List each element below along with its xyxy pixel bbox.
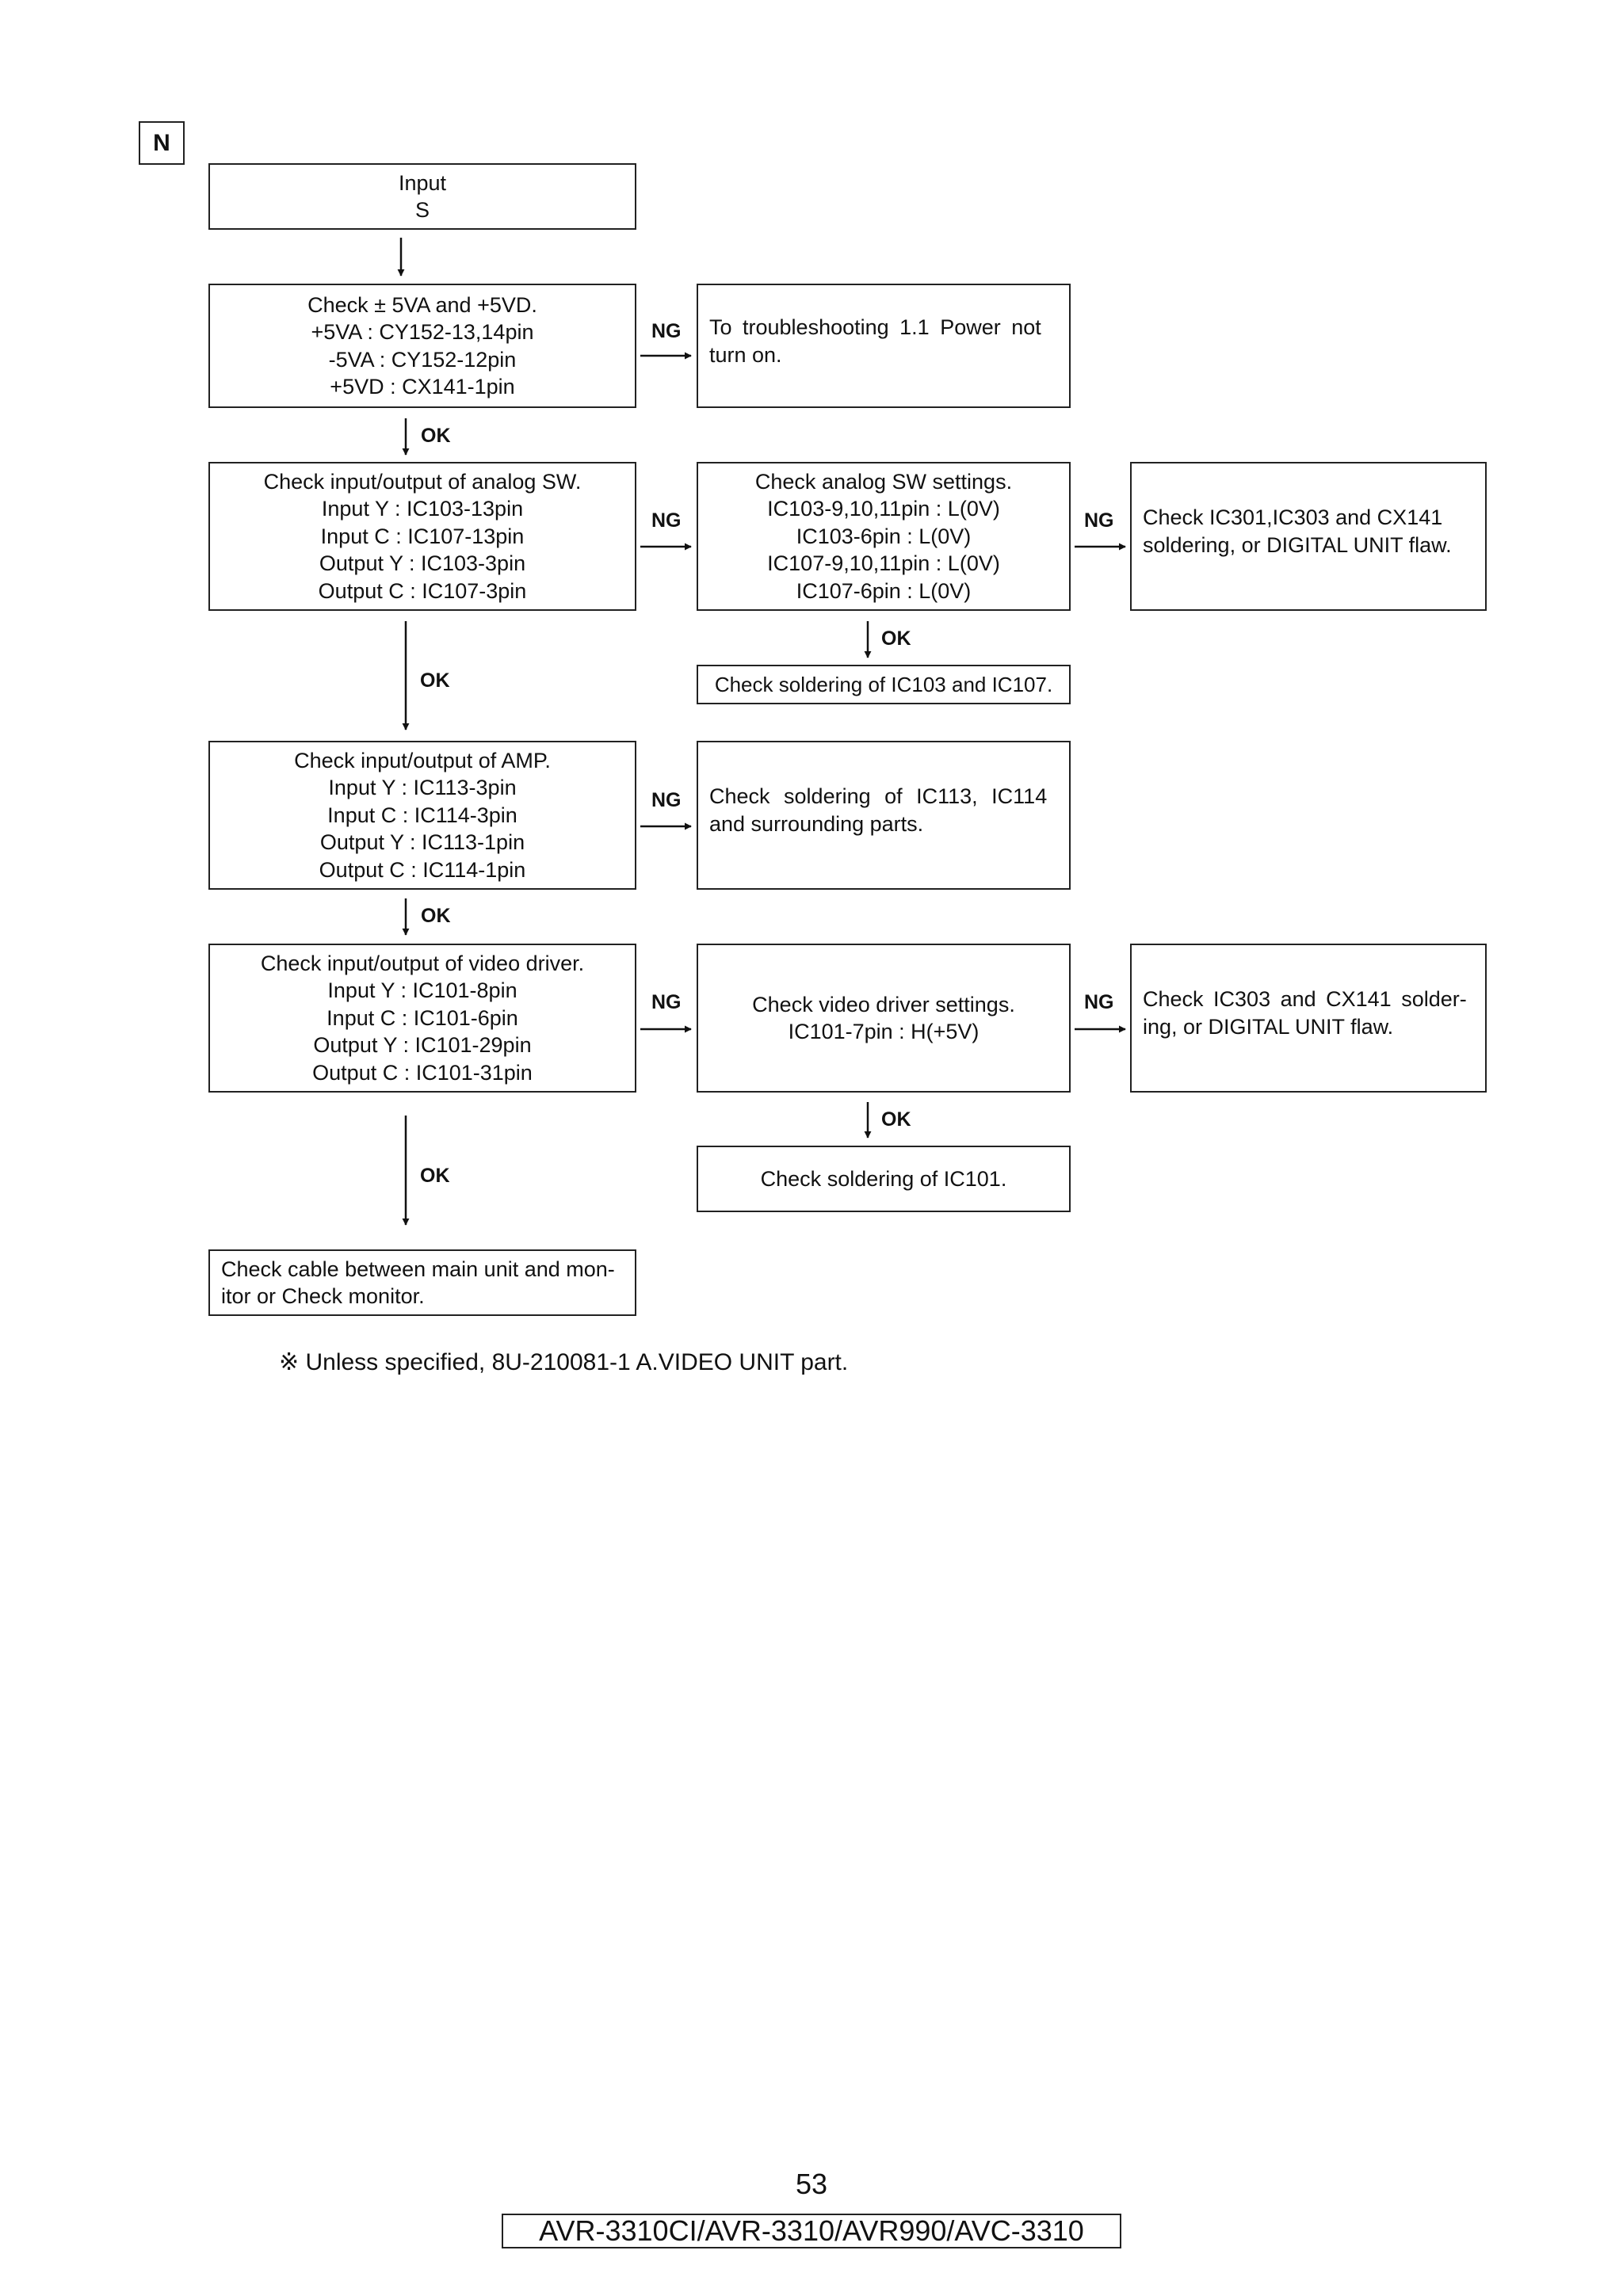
node-text: Check cable between main unit and mon- [221,1257,615,1281]
node-check-analog-sw: Check input/output of analog SW. Input Y… [208,462,636,611]
ok-label: OK [881,1108,911,1131]
ng-label: NG [651,991,682,1013]
node-text: Check IC301,IC303 and CX141 [1143,505,1443,529]
node-text: Check soldering of IC113, IC114 [709,784,1048,808]
node-text: Input Y : IC103-13pin [321,497,524,521]
node-text: Check analog SW settings. [754,469,1013,494]
node-text: Check soldering of IC101. [760,1166,1007,1191]
node-text: IC103-9,10,11pin : L(0V) [767,497,1000,521]
node-text: Output Y : IC103-3pin [319,551,526,576]
node-text: Input Y : IC113-3pin [328,776,517,800]
node-text: Input C : IC107-13pin [320,524,525,548]
node-check-video-driver: Check input/output of video driver. Inpu… [208,944,636,1093]
node-check-power: Check ± 5VA and +5VD. +5VA : CY152-13,14… [208,284,636,408]
node-text: Input Y : IC101-8pin [327,978,517,1003]
node-check-cable: Check cable between main unit and mon- i… [208,1249,636,1316]
ok-label: OK [881,627,911,650]
node-power-ng: To troubleshooting 1.1 Power not turn on… [697,284,1071,408]
node-input: Input S [208,163,636,230]
node-text: Input C : IC101-6pin [327,1005,518,1030]
ok-label: OK [420,1165,450,1187]
node-text: and surrounding parts. [709,811,924,836]
node-text: soldering, or DIGITAL UNIT flaw. [1143,532,1452,557]
node-text: To troubleshooting 1.1 Power not [709,315,1041,339]
node-text: IC107-9,10,11pin : L(0V) [767,551,1000,576]
node-text: Check soldering of IC103 and IC107. [714,672,1053,696]
section-tag: N [139,121,185,165]
node-text: +5VA : CY152-13,14pin [311,320,534,344]
node-text: Output C : IC114-1pin [319,857,526,882]
node-text: IC107-6pin : L(0V) [796,578,972,603]
node-driver-solder: Check soldering of IC101. [697,1146,1071,1212]
node-text: Check input/output of analog SW. [263,469,582,494]
node-text: turn on. [709,342,782,367]
ng-label: NG [651,789,682,811]
ng-label: NG [1084,509,1114,532]
node-text: +5VD : CX141-1pin [330,375,515,399]
node-text: S [414,198,430,222]
node-sw-ng: Check IC301,IC303 and CX141 soldering, o… [1130,462,1487,611]
ng-label: NG [651,320,682,342]
node-text: itor or Check monitor. [221,1284,425,1308]
node-text: ing, or DIGITAL UNIT flaw. [1143,1014,1394,1039]
page-number: 53 [795,2168,828,2200]
ng-label: NG [1084,991,1114,1013]
node-text: Check IC303 and CX141 solder- [1143,987,1467,1011]
footnote: ※ Unless specified, 8U-210081-1 A.VIDEO … [279,1349,849,1375]
node-text: Check input/output of video driver. [260,951,585,975]
node-text: Check input/output of AMP. [294,748,551,772]
node-text: Check video driver settings. [752,992,1015,1016]
model-name: AVR-3310CI/AVR-3310/AVR990/AVC-3310 [502,2214,1121,2248]
node-check-sw-settings: Check analog SW settings. IC103-9,10,11p… [697,462,1071,611]
node-sw-solder: Check soldering of IC103 and IC107. [697,665,1071,704]
node-text: Output Y : IC101-29pin [313,1033,532,1058]
node-text: Check ± 5VA and +5VD. [307,292,537,317]
node-amp-ng: Check soldering of IC113, IC114 and surr… [697,741,1071,890]
node-text: Input [398,170,447,195]
ok-label: OK [421,905,451,927]
node-check-amp: Check input/output of AMP. Input Y : IC1… [208,741,636,890]
node-text: IC103-6pin : L(0V) [796,524,972,548]
node-text: -5VA : CY152-12pin [328,347,517,372]
ok-label: OK [421,425,451,447]
node-text: IC101-7pin : H(+5V) [788,1020,980,1043]
node-driver-ng: Check IC303 and CX141 solder- ing, or DI… [1130,944,1487,1093]
node-text: Output C : IC107-3pin [318,578,527,603]
ok-label: OK [420,669,450,692]
node-text: Input C : IC114-3pin [327,803,517,827]
ng-label: NG [651,509,682,532]
node-check-driver-settings: Check video driver settings. IC101-7pin … [697,944,1071,1093]
node-text: Output C : IC101-31pin [312,1060,533,1085]
node-text: Output Y : IC113-1pin [319,830,525,855]
